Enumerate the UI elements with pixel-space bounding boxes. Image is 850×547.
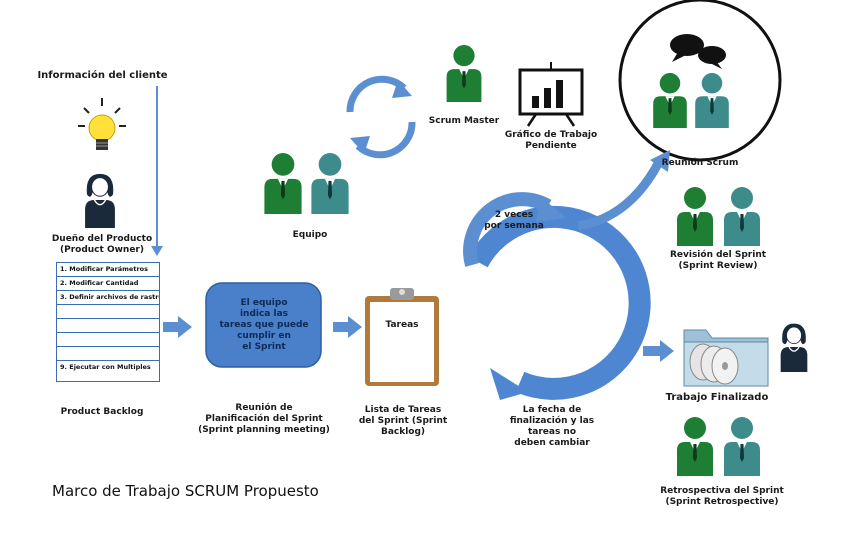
sprint-cycle-icon (468, 205, 651, 400)
arrow-to-daily-scrum (577, 157, 664, 231)
backlog-item (57, 305, 159, 319)
backlog-item (57, 333, 159, 347)
sprint-backlog-label: Lista de Tareas del Sprint (Sprint Backl… (358, 405, 448, 437)
team-label: Equipo (292, 230, 328, 240)
daily-scrum-label: Reunión Scrum (661, 158, 739, 168)
twice-weekly-label: 2 veces por semana (484, 210, 544, 231)
planning-bubble-text: El equipo indica las tareas que puede cu… (219, 298, 309, 352)
speech-bubbles-icon (670, 34, 726, 69)
arrow-backlog-to-planning (163, 316, 192, 338)
team-member-icon (311, 153, 349, 214)
daily-cycle-icon (463, 192, 566, 267)
end-date-note: La fecha de finalización y las tareas no… (509, 405, 595, 448)
backlog-item: 1. Modificar Parámetros (57, 263, 159, 277)
sprint-label: Sprint (534, 299, 570, 310)
product-backlog-label: Product Backlog (60, 407, 144, 417)
light-bulb-icon (78, 98, 126, 150)
retrospective-member-icon (724, 417, 760, 476)
retrospective-member-icon (677, 417, 713, 476)
client-info-arrowhead (151, 246, 163, 256)
backlog-item (57, 319, 159, 333)
burndown-chart-icon (518, 62, 584, 127)
review-member-icon (724, 187, 760, 246)
arrow-to-daily-scrum-head (650, 150, 670, 172)
tasks-label: Tareas (385, 320, 419, 330)
retrospective-label: Retrospectiva del Sprint (Sprint Retrosp… (660, 486, 784, 507)
arrow-planning-to-tasks (333, 316, 362, 338)
burndown-label: Gráfico de Trabajo Pendiente (504, 130, 598, 151)
customer-icon (779, 322, 809, 372)
scrum-master-label: Scrum Master (428, 116, 500, 126)
team-member-icon (264, 153, 302, 214)
planning-meeting-label: Reunión de Planificación del Sprint (Spr… (198, 403, 330, 435)
review-member-icon (677, 187, 713, 246)
sprint-review-label: Revisión del Sprint (Sprint Review) (669, 250, 767, 271)
backlog-item: 9. Ejecutar con Multiples (60, 363, 151, 371)
arrow-to-finished-work (643, 340, 674, 362)
diagram-title: Marco de Trabajo SCRUM Propuesto (52, 482, 319, 500)
client-info-label: Información del cliente (37, 70, 168, 81)
sprint-weeks-label: 3 Semanas (521, 319, 583, 330)
scrum-master-icon (446, 44, 482, 102)
backlog-item (57, 347, 159, 361)
backlog-item: 3. Definir archivos de rastro (57, 291, 159, 305)
backlog-item: 2. Modificar Cantidad (57, 277, 159, 291)
product-backlog-list: 1. Modificar Parámetros 2. Modificar Can… (56, 262, 160, 382)
planning-bubble (205, 282, 322, 368)
product-owner-label: Dueño del Producto (Product Owner) (51, 234, 153, 255)
finished-work-label: Trabajo Finalizado (665, 392, 769, 403)
product-owner-icon (84, 173, 116, 228)
clipboard-icon (365, 288, 439, 386)
team-cycle-arrow-icon (346, 75, 416, 159)
folder-discs-icon (683, 329, 769, 387)
daily-scrum-circle (618, 0, 782, 162)
